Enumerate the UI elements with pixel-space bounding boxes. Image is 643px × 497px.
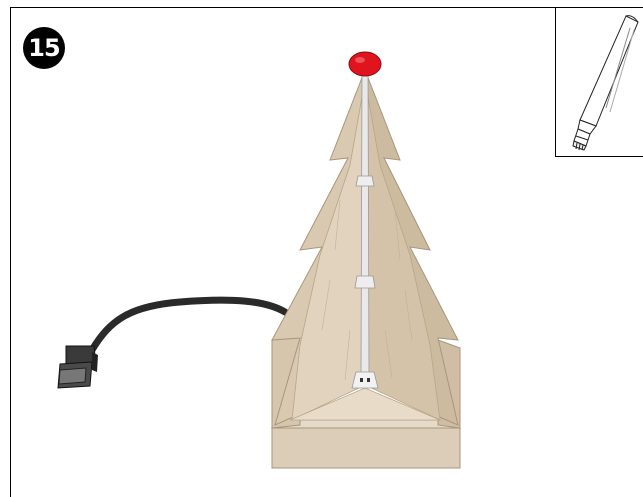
usb-cable bbox=[92, 300, 285, 350]
usb-plug-icon bbox=[58, 346, 98, 388]
star-topper-icon bbox=[349, 52, 381, 76]
